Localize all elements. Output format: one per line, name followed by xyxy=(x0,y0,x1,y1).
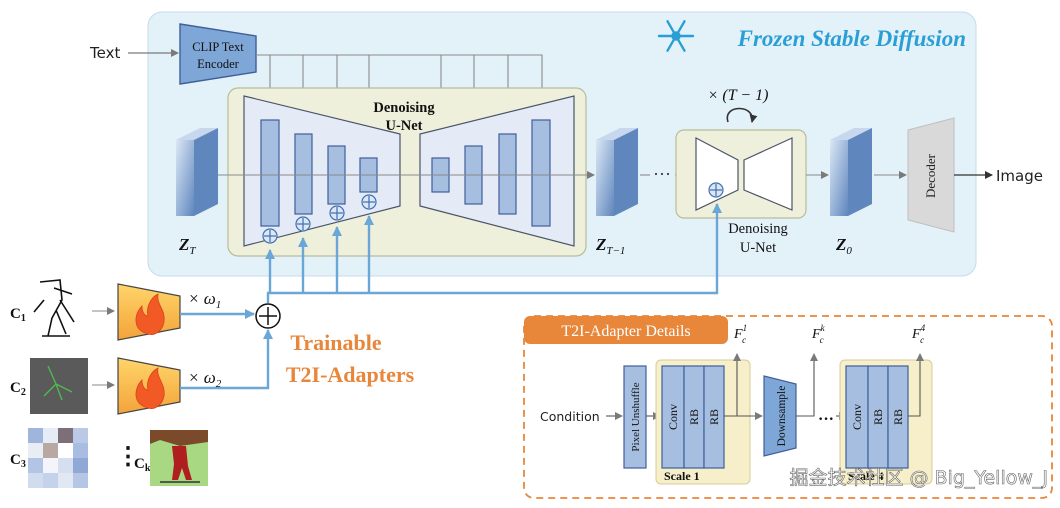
unet-small-label-line2: U-Net xyxy=(740,240,776,256)
unet-decoder-block-4 xyxy=(531,119,551,227)
adapter-sum-lines xyxy=(180,309,273,390)
unet-main-label-line2: U-Net xyxy=(385,118,422,134)
scale-1-conv-label: Conv xyxy=(666,404,680,430)
scale-4-rb-label-1: RB xyxy=(871,409,885,425)
scale-4-label: Scale 4 xyxy=(848,469,884,483)
unet-encoder-block-2 xyxy=(294,133,313,215)
pixel-unshuffle-label: Pixel Unshuffle xyxy=(630,382,642,451)
scale-1-rb-label-1: RB xyxy=(687,409,701,425)
latent-z0-label: Z0 xyxy=(835,235,852,257)
downsample-feature-arrow xyxy=(796,353,818,417)
flame-icon xyxy=(135,367,165,409)
image-output-label: Image xyxy=(996,167,1043,185)
watermark-text: 掘金技术社区 @ Big_Yellow_J xyxy=(789,467,1048,489)
small-unet-add-icon xyxy=(708,182,724,198)
weight-2-label: × ω2 xyxy=(188,368,222,390)
latent-zt-block xyxy=(176,128,218,216)
scale-4-rb-label-2: RB xyxy=(891,409,905,425)
scale-4-conv-label: Conv xyxy=(850,404,864,430)
condition-1-sketch-image xyxy=(26,270,88,342)
pixel-unshuffle-block xyxy=(623,365,647,469)
trainable-label-line2: T2I-Adapters xyxy=(286,362,415,387)
frozen-sd-title: Frozen Stable Diffusion xyxy=(737,26,966,51)
condition-k-label: Ck xyxy=(134,456,151,474)
adapter-feature-lines xyxy=(265,203,722,303)
adapter-details-title-box xyxy=(524,316,728,344)
weight-1-label: × ω1 xyxy=(188,289,221,311)
downsample-label: Downsample xyxy=(776,386,788,447)
unet-small-label-line1: Denoising xyxy=(728,221,788,237)
decoder-block xyxy=(907,117,955,233)
latent-z0-block xyxy=(830,128,872,216)
unet-encoder-trapezoid xyxy=(243,95,401,247)
condition-k-segmentation-image xyxy=(150,430,208,486)
condition-1-label: C1 xyxy=(10,306,26,324)
scale-1-rb-block-2 xyxy=(703,365,725,469)
text-input-label: Text xyxy=(89,44,120,62)
small-unet-decoder xyxy=(743,137,793,211)
condition-2-pose-image xyxy=(30,358,88,414)
sequence-ellipsis: ··· xyxy=(653,164,671,184)
feature-add-icons xyxy=(262,194,377,244)
unet-decoder-block-3 xyxy=(498,133,517,215)
unet-encoder-block-1 xyxy=(260,119,280,227)
clip-label-line1: CLIP Text xyxy=(192,40,244,54)
latent-zt-label: ZT xyxy=(178,235,196,257)
small-unet-encoder xyxy=(695,137,739,211)
latent-ztm1-label: ZT−1 xyxy=(595,235,625,257)
condition-input-label: Condition xyxy=(540,409,600,424)
unet-main-label-line1: Denoising xyxy=(373,100,435,116)
clip-text-encoder xyxy=(179,23,257,85)
condition-2-label: C2 xyxy=(10,380,26,398)
adapter-details-title: T2I-Adapter Details xyxy=(561,323,690,340)
snowflake-icon xyxy=(657,20,695,52)
condition-3-color-image xyxy=(28,428,88,488)
scale-4-feature-arrow xyxy=(908,353,924,417)
scale-1-rb-label-2: RB xyxy=(707,409,721,425)
trainable-label-line1: Trainable xyxy=(290,330,382,355)
adapter-sum-icon xyxy=(255,303,281,329)
scale-1-label: Scale 1 xyxy=(664,469,700,483)
repeat-loop-icon xyxy=(726,107,758,123)
latent-ztm1-block xyxy=(596,128,638,216)
scale-4-rb-block-2 xyxy=(887,365,909,469)
condition-3-label: C3 xyxy=(10,452,26,470)
repeat-label: × (T − 1) xyxy=(708,87,769,104)
clip-label-line2: Encoder xyxy=(197,57,239,71)
flame-icon xyxy=(135,293,165,335)
condition-vertical-ellipsis: ⋮ xyxy=(116,444,140,470)
downsample-block xyxy=(763,375,797,457)
details-ellipsis: ··· xyxy=(818,411,834,428)
decoder-label: Decoder xyxy=(923,153,938,198)
